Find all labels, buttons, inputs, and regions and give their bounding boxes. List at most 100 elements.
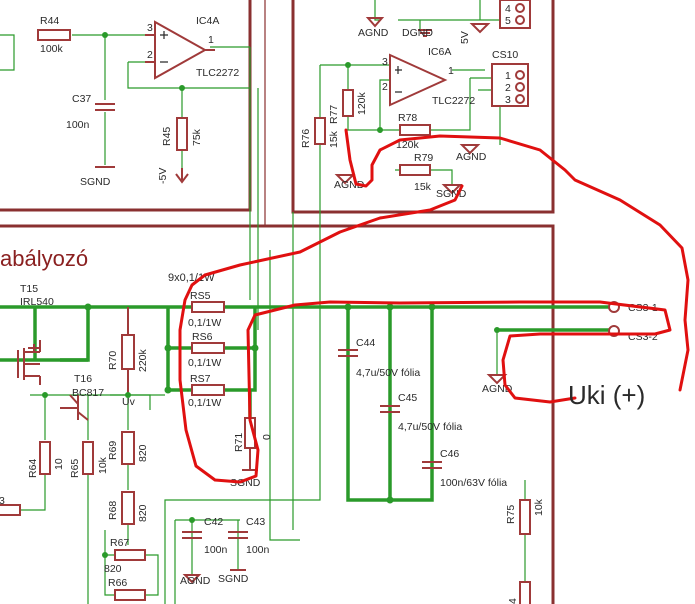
label-cp3: 3 — [505, 94, 511, 106]
label-r44v: 100k — [40, 43, 64, 55]
label-rs5v: 0,1/1W — [188, 317, 221, 329]
label-r77v: 120k — [356, 91, 368, 115]
label-r75v: 10k — [533, 498, 545, 516]
label-c45: C45 — [398, 392, 417, 404]
label-pin3a: 3 — [147, 22, 153, 34]
label-r75: R75 — [505, 505, 517, 524]
resistor-r75 — [519, 499, 531, 535]
label-t15: T15 — [20, 283, 38, 295]
label-t16: T16 — [74, 373, 92, 385]
label-c44v: 4,7u/50V fólia — [356, 367, 420, 379]
label-ic6a-part: TLC2272 — [432, 95, 475, 107]
label-rs5: RS5 — [190, 290, 211, 302]
label-r76v: 15k — [328, 130, 340, 148]
components — [0, 0, 620, 604]
label-pin2a: 2 — [147, 49, 153, 61]
resistor-r67 — [114, 549, 146, 561]
resistor-r45 — [176, 117, 188, 151]
junction-dots — [42, 32, 500, 558]
label-r65: R65 — [69, 459, 81, 478]
label-r69v: 820 — [137, 444, 149, 462]
label-pin1b: 1 — [448, 65, 454, 77]
label-uv: Uv — [122, 396, 136, 408]
capacitor-c43 — [228, 531, 248, 539]
label-agnd-l: AGND — [334, 179, 365, 191]
label-agnd-top: AGND — [358, 27, 389, 39]
opamp-ic4a — [154, 20, 208, 80]
label-c42: C42 — [204, 516, 223, 528]
label-sgnd3: SGND — [230, 477, 261, 489]
resistor-rs6 — [191, 342, 225, 354]
label-pin3b: 3 — [382, 56, 388, 68]
label-neg5v: -5V — [157, 168, 169, 184]
label-sgnd-b: SGND — [218, 573, 249, 585]
label-r45v: 75k — [191, 128, 203, 146]
label-t16p: BC817 — [72, 387, 104, 399]
resistor-edge — [0, 504, 21, 516]
resistor-rs5 — [191, 301, 225, 313]
pad-cs3-2 — [608, 325, 620, 337]
label-pin2b: 2 — [382, 81, 388, 93]
label-edge4: 4 — [507, 598, 519, 604]
resistor-r64 — [39, 441, 51, 475]
label-r76: R76 — [300, 129, 312, 148]
label-c45v: 4,7u/50V fólia — [398, 421, 462, 433]
label-rs7v: 0,1/1W — [188, 397, 221, 409]
label-r78: R78 — [398, 112, 417, 124]
label-cp2: 2 — [505, 82, 511, 94]
label-r66: R66 — [108, 577, 127, 589]
output-label: Uki (+) — [568, 380, 645, 410]
capacitor-c45 — [380, 405, 400, 413]
resistor-r78 — [399, 124, 431, 136]
label-c46: C46 — [440, 448, 459, 460]
label-r70: R70 — [107, 351, 119, 370]
annotation-stroke — [178, 128, 690, 484]
label-r71: R71 — [233, 433, 245, 452]
resistor-r65 — [82, 441, 94, 475]
bjt-t16 — [60, 394, 89, 421]
label-c43: C43 — [246, 516, 265, 528]
capacitor-c44 — [338, 349, 358, 357]
label-ic4a-part: TLC2272 — [196, 67, 239, 79]
label-r65v: 10k — [97, 456, 109, 474]
section-title: abályozó — [0, 246, 88, 271]
resistor-rs7 — [191, 384, 225, 396]
mosfet-t15 — [17, 340, 41, 385]
resistor-r70 — [121, 334, 135, 370]
label-r79: R79 — [414, 152, 433, 164]
component-labels: R44 100k IC4A TLC2272 C37 100n R45 75k S… — [0, 3, 658, 604]
label-r67: R67 — [110, 537, 129, 549]
label-agnd-bl: AGND — [180, 575, 211, 587]
connector-top — [499, 0, 531, 29]
opamp-ic6a — [389, 53, 448, 107]
label-rs6: RS6 — [192, 331, 213, 343]
label-r71v: 0 — [261, 434, 273, 440]
resistor-r68 — [121, 491, 135, 525]
label-c43v: 100n — [246, 544, 270, 556]
label-r44: R44 — [40, 15, 59, 27]
resistor-r44 — [37, 29, 71, 41]
resistor-r66 — [114, 589, 146, 601]
label-5v: 5V — [459, 31, 471, 44]
capacitor-c37 — [95, 103, 115, 111]
label-p5: 5 — [505, 15, 511, 27]
label-r67v: 820 — [104, 563, 122, 575]
connector-cs10 — [491, 63, 529, 107]
label-c37: C37 — [72, 93, 91, 105]
label-r77: R77 — [328, 105, 340, 124]
label-dgnd-top: DGND — [402, 27, 433, 39]
label-c37v: 100n — [66, 119, 90, 131]
resistor-r77 — [342, 89, 354, 117]
label-c42v: 100n — [204, 544, 228, 556]
label-edge3: 3 — [0, 495, 5, 507]
label-agnd-mid: AGND — [456, 151, 487, 163]
label-rs7: RS7 — [190, 373, 211, 385]
label-r64: R64 — [27, 459, 39, 478]
label-r64v: 10 — [53, 458, 65, 470]
label-ic4a: IC4A — [196, 15, 219, 27]
label-c46v: 100n/63V fólia — [440, 477, 507, 489]
label-c44: C44 — [356, 337, 375, 349]
label-sgnd1: SGND — [80, 176, 111, 188]
resistor-r76 — [314, 117, 326, 145]
